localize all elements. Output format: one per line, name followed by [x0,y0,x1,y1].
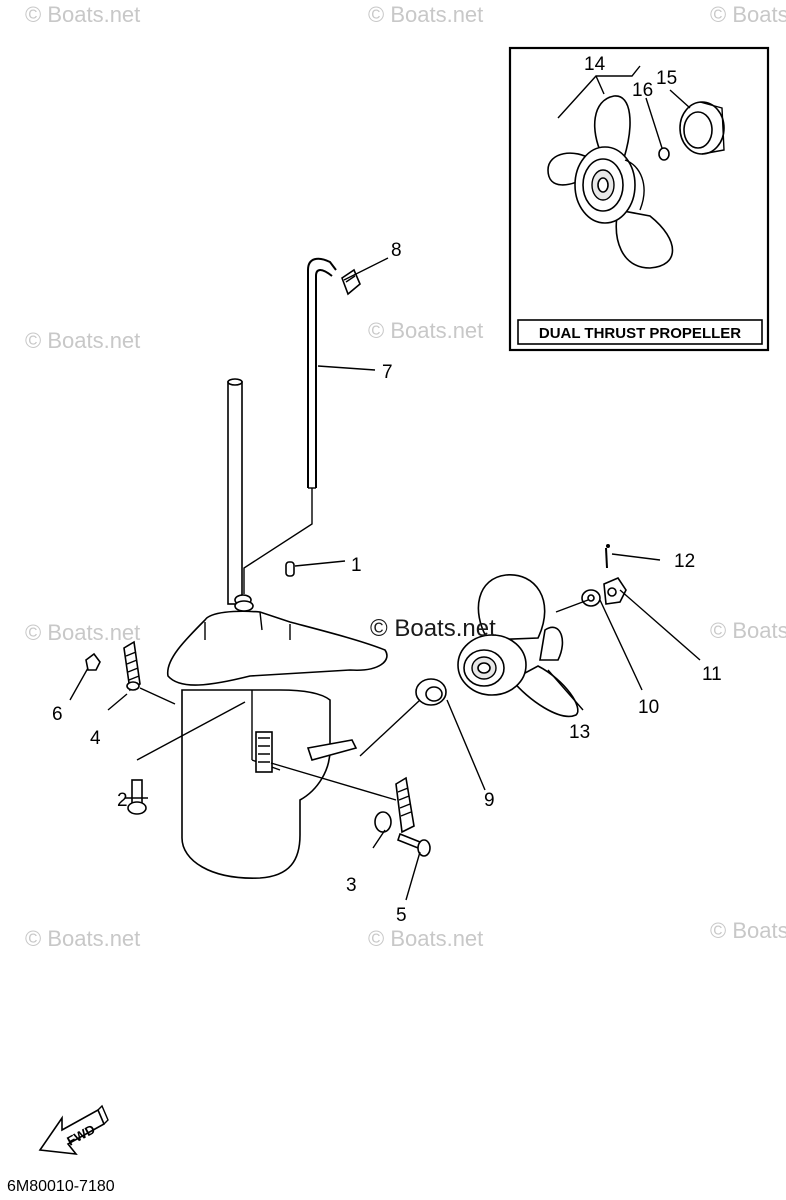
inset-title-box [517,319,763,345]
inset-title: DUAL THRUST PROPELLER [539,325,741,342]
callout-5: 5 [396,905,407,926]
nut-6 [85,652,101,671]
callout-4: 4 [90,728,101,749]
callout-16: 16 [632,80,653,101]
watermark: © Boats.net [25,620,140,645]
callout-7: 7 [382,362,393,383]
callout-6: 6 [52,704,63,725]
nut-11 [603,577,627,605]
watermark: © Boats.net [710,618,786,643]
watermark: © Boats.net [368,2,483,27]
inset-propeller-drawing [547,95,725,269]
cotter-pin [605,544,610,569]
callout-15: 15 [656,68,677,89]
watermark-center: © Boats.net [370,615,496,642]
plug [285,561,295,577]
watermark: © Boats.net [25,328,140,353]
bolt-2 [127,779,147,815]
watermark: © Boats.net [25,926,140,951]
watermark: © Boats.net [710,2,786,27]
inset-dual-thrust-propeller: 14 16 15 DUAL THRUST PROPELLER [508,46,770,352]
inset-leader-14 [557,65,641,119]
callout-13: 13 [569,722,590,743]
bolt-5 [397,832,431,857]
watermark: © Boats.net [368,318,483,343]
callout-11: 11 [702,664,722,685]
anode-right [374,776,415,834]
inset-leader-15 [669,89,691,109]
callout-2: 2 [117,790,128,811]
callout-8: 8 [391,240,402,261]
diagram-code: 6M80010-7180 [7,1178,115,1195]
inset-leader-16 [645,97,663,149]
washer-10 [581,589,601,607]
watermark-layer: © Boats.net © Boats.net © Boats.net © Bo… [25,2,786,951]
lower-casing [167,600,388,879]
watermark: © Boats.net [710,918,786,943]
shift-rod [307,257,337,489]
callout-labels: 1 2 3 4 5 6 7 8 9 10 11 12 13 [52,240,722,926]
drive-shaft [227,378,252,606]
propeller [457,574,579,718]
callout-12: 12 [674,551,695,572]
callout-1: 1 [351,555,362,576]
callout-9: 9 [484,790,495,811]
inset-washer-16 [658,147,670,161]
callout-3: 3 [346,875,357,896]
watermark: © Boats.net [25,2,140,27]
watermark: © Boats.net [368,926,483,951]
callout-10: 10 [638,697,659,718]
thrust-washer [415,678,447,706]
grommet [341,268,361,296]
leader-lines [69,257,701,901]
callout-14: 14 [584,54,606,75]
inset-frame [508,46,770,352]
anode-left [123,640,141,692]
fwd-arrow-icon: FWD [38,1104,109,1156]
